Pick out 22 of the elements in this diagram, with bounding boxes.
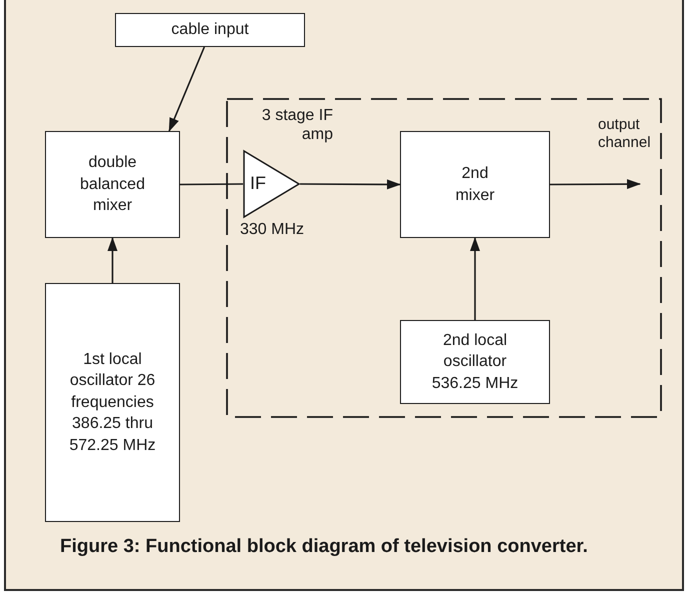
arrow bbox=[470, 237, 480, 320]
arrow bbox=[300, 179, 401, 190]
connector-line bbox=[180, 183, 243, 186]
block-box bbox=[400, 131, 550, 238]
block-box bbox=[115, 13, 305, 47]
figure-caption: Figure 3: Functional block diagram of television converter. bbox=[59, 535, 589, 559]
block-label: cable input bbox=[171, 20, 249, 40]
arrow bbox=[550, 179, 641, 190]
block-box bbox=[45, 131, 180, 238]
amplifier-caption: 330 MHz bbox=[240, 220, 306, 240]
block-label: double balanced mixer bbox=[79, 153, 146, 216]
block-box bbox=[400, 320, 550, 404]
block-box bbox=[45, 283, 180, 522]
block-label: 2nd local oscillator 536.25 MHz bbox=[430, 330, 520, 394]
arrow bbox=[168, 46, 206, 132]
block-label: 1st local oscillator 26 frequencies 386.25 thru 572.25 MHz bbox=[68, 350, 157, 456]
amplifier-label: IF bbox=[250, 173, 266, 194]
edge-label: output channel bbox=[598, 116, 652, 152]
amplifier-caption: 3 stage IF amp bbox=[260, 106, 333, 144]
block-label: 2nd mixer bbox=[454, 164, 496, 206]
arrow bbox=[108, 237, 118, 283]
dashed-enclosure bbox=[226, 98, 662, 418]
